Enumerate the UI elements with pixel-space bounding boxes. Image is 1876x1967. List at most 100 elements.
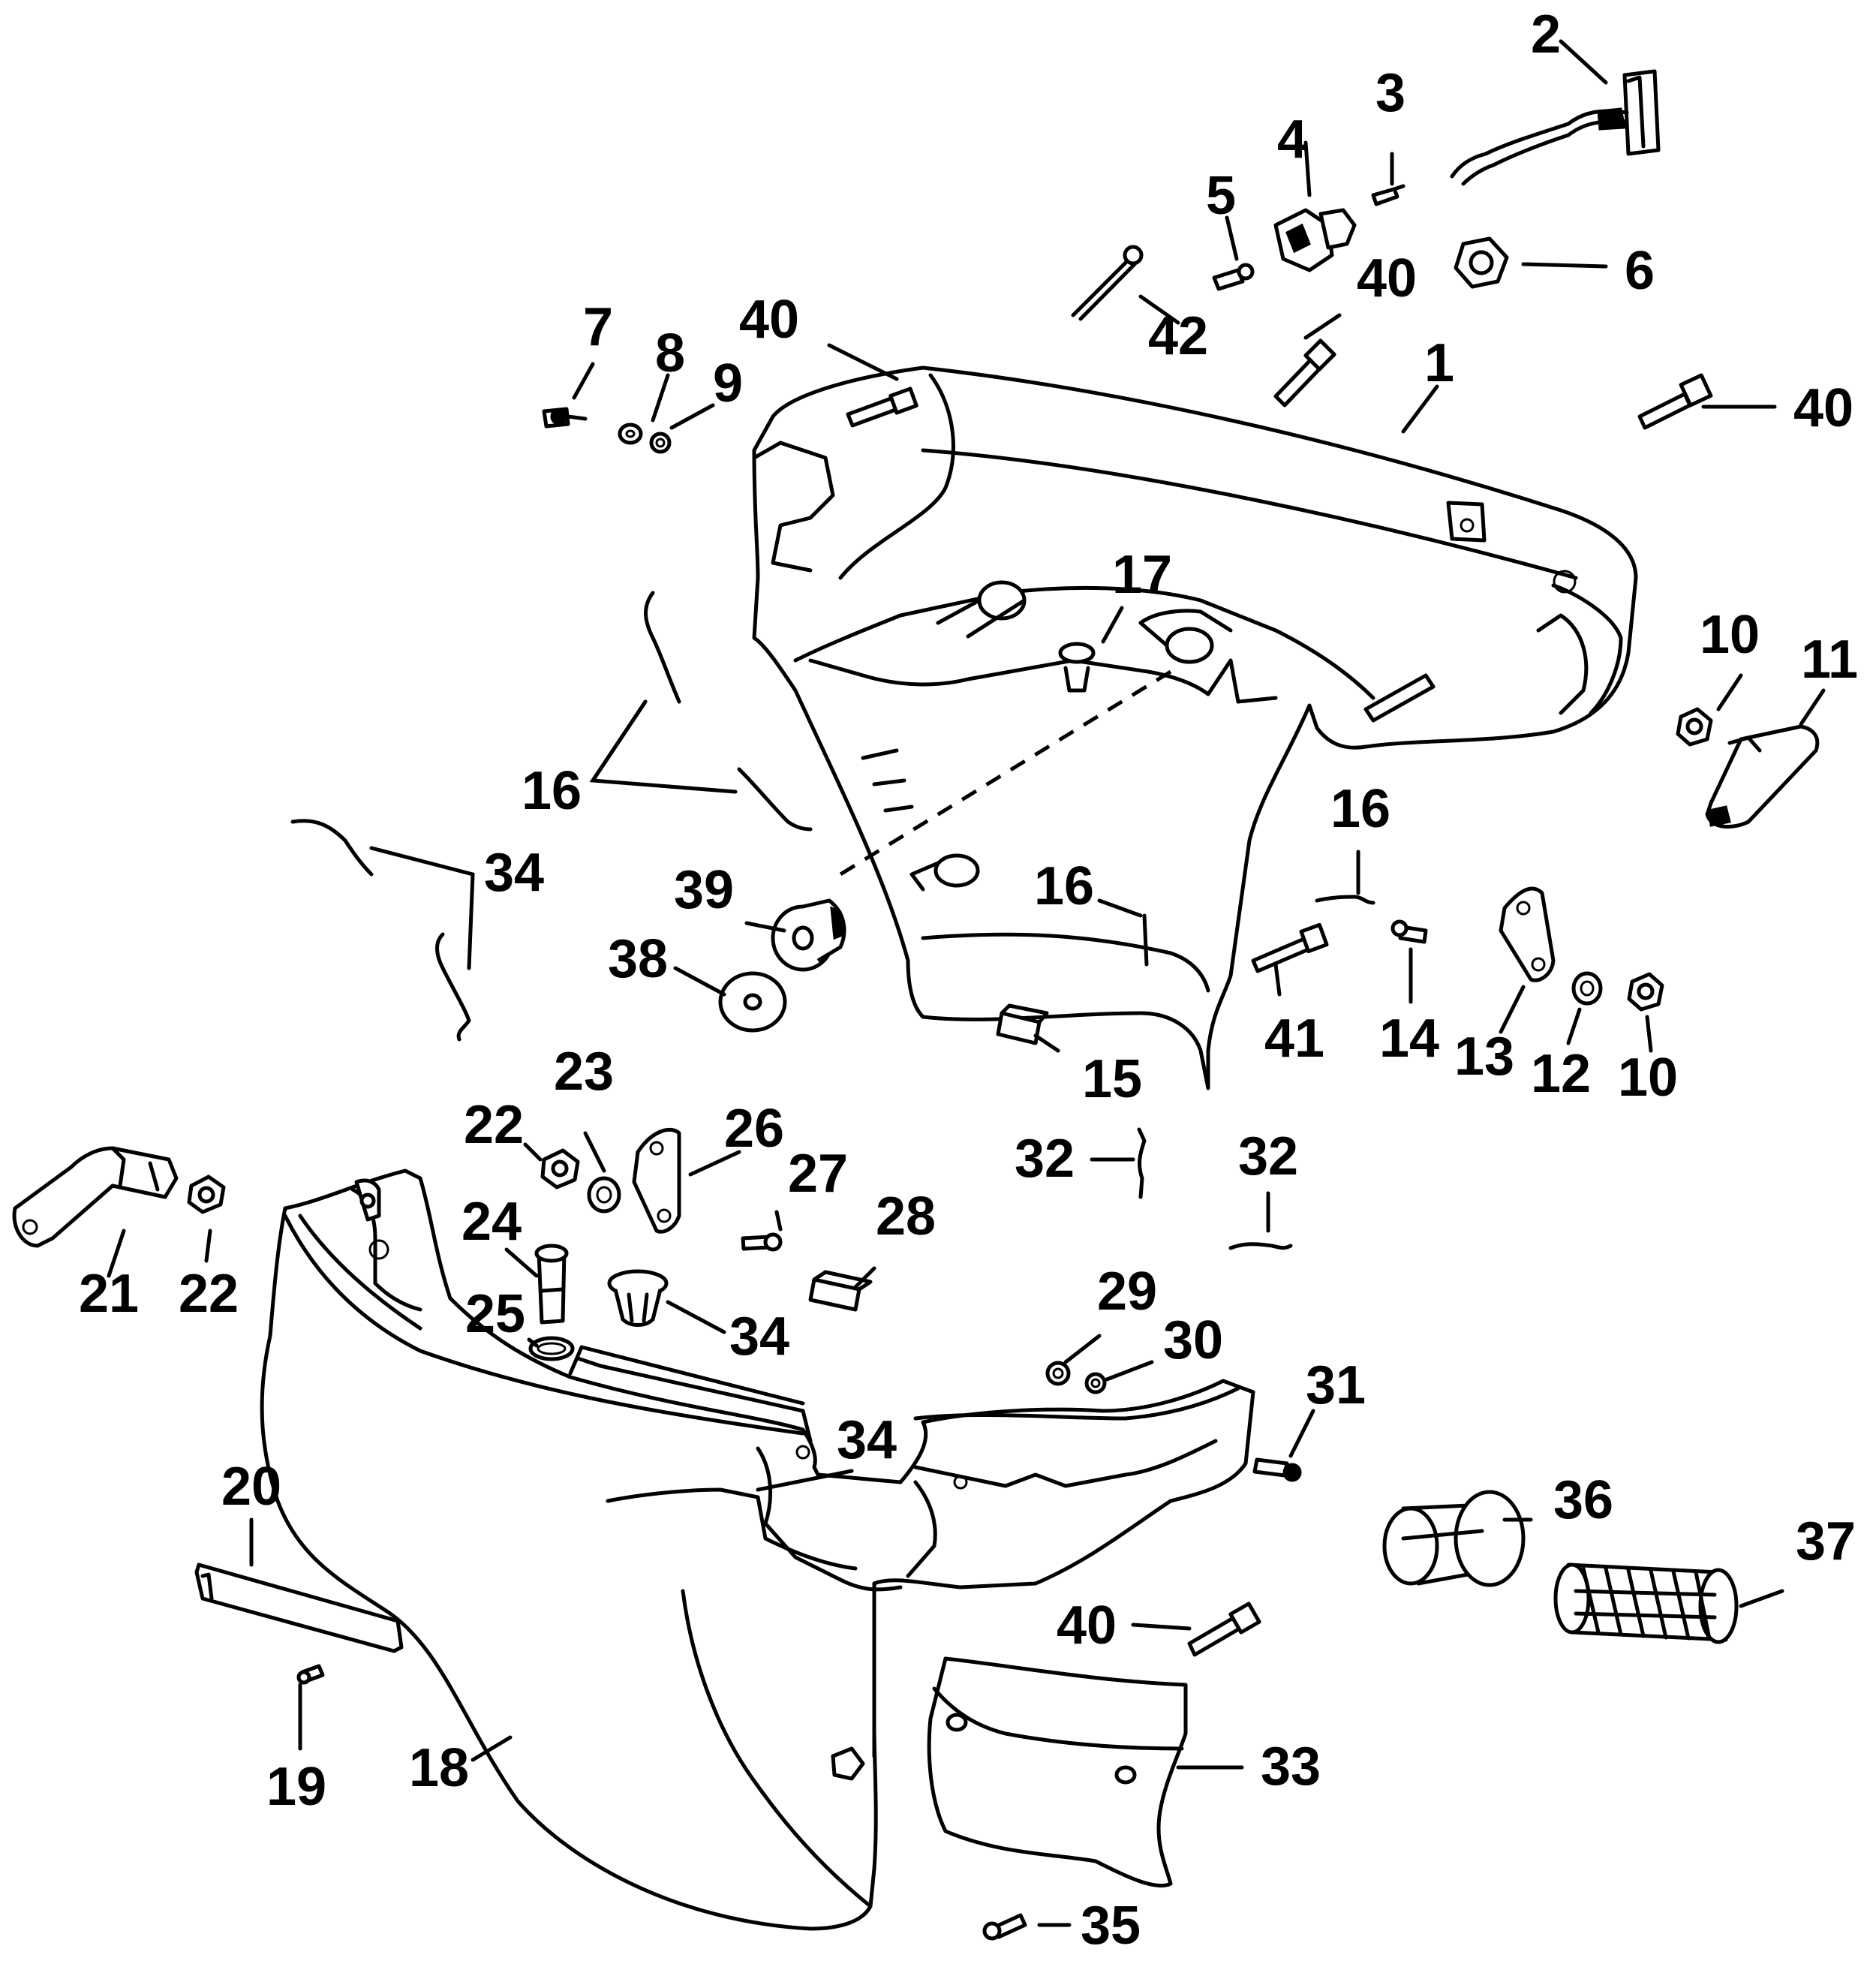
part-29-washer xyxy=(1045,1361,1071,1386)
part-16-seal-strip-b xyxy=(737,767,813,832)
callout-9: 9 xyxy=(713,353,743,414)
part-32-seal-strip-b xyxy=(1228,1242,1293,1250)
callout-1: 1 xyxy=(1424,333,1454,393)
part-34-grommet-clip xyxy=(607,1269,669,1327)
part-11-latch-handle xyxy=(1705,724,1820,829)
part-40-bolt-upper-right xyxy=(1637,373,1713,430)
callout-24: 24 xyxy=(461,1192,522,1252)
part-42-long-bolt xyxy=(1071,245,1144,321)
part-30-washer xyxy=(1084,1372,1107,1394)
part-23-washer xyxy=(587,1176,621,1214)
part-3-pin xyxy=(1371,184,1405,206)
callout-8: 8 xyxy=(655,323,685,383)
callout-34-center: 34 xyxy=(729,1307,789,1367)
part-10-nut-upper xyxy=(1676,707,1713,747)
part-22-nut-left xyxy=(187,1174,226,1214)
callout-34-left: 34 xyxy=(484,843,544,903)
part-38-washer xyxy=(718,971,787,1033)
callout-30: 30 xyxy=(1163,1310,1223,1370)
callout-40-upper-mid: 40 xyxy=(1357,248,1417,308)
callout-15: 15 xyxy=(1082,1049,1142,1109)
part-10-nut-lower xyxy=(1627,972,1664,1012)
callout-16-right: 16 xyxy=(1330,779,1390,839)
callout-27: 27 xyxy=(788,1144,848,1204)
part-40-bolt-upper-mid xyxy=(1273,338,1336,408)
part-22-nut-center xyxy=(540,1148,580,1190)
callout-labels: 1 2 3 4 5 6 7 8 9 10 10 11 12 13 14 15 1… xyxy=(79,5,1858,1956)
part-7-screw xyxy=(542,407,588,429)
part-2-switch xyxy=(1450,69,1661,186)
callout-41: 41 xyxy=(1264,1009,1324,1069)
part-26-latch-plate xyxy=(632,1127,681,1234)
callout-38: 38 xyxy=(608,929,668,989)
part-37-spring xyxy=(1553,1562,1739,1644)
callout-37: 37 xyxy=(1796,1511,1856,1571)
part-20-pad xyxy=(194,1562,404,1653)
callout-40-upper-left: 40 xyxy=(739,290,799,350)
part-33-panel xyxy=(927,1656,1188,1888)
part-32-seal-strip-a xyxy=(1137,1127,1147,1199)
callout-22-center: 22 xyxy=(464,1095,524,1155)
part-16-seal-strip-a xyxy=(644,591,681,704)
callout-3: 3 xyxy=(1375,63,1405,123)
callout-42: 42 xyxy=(1148,306,1208,366)
part-4-connector xyxy=(1273,208,1357,272)
part-1-upper-cover xyxy=(752,365,1638,1090)
callout-16-center: 16 xyxy=(1034,856,1094,916)
callout-26: 26 xyxy=(724,1099,784,1159)
part-40-bolt-lower xyxy=(1187,1602,1261,1657)
part-19-screw xyxy=(296,1664,325,1685)
part-5-screw xyxy=(1212,263,1255,291)
part-12-washer xyxy=(1571,971,1603,1006)
callout-29: 29 xyxy=(1097,1262,1157,1322)
callout-11: 11 xyxy=(1801,630,1858,690)
callout-35: 35 xyxy=(1081,1896,1141,1956)
callout-4: 4 xyxy=(1277,110,1307,170)
leader-lines xyxy=(107,39,1826,1927)
part-41-bolt xyxy=(1251,922,1329,973)
callout-6: 6 xyxy=(1625,241,1655,301)
callout-10-lower: 10 xyxy=(1618,1048,1678,1108)
part-24-pin xyxy=(534,1244,569,1325)
callout-17: 17 xyxy=(1112,545,1172,605)
part-6-hex-nut xyxy=(1454,236,1509,289)
part-8-washer xyxy=(618,423,643,445)
part-31-screw xyxy=(1252,1457,1302,1482)
part-15-block xyxy=(996,1003,1049,1045)
part-35-screw xyxy=(982,1913,1027,1941)
callout-2: 2 xyxy=(1531,5,1561,65)
part-40-bolt-upper-left xyxy=(846,386,918,428)
part-34-seal-strip-b xyxy=(435,932,471,1042)
callout-20: 20 xyxy=(221,1457,281,1517)
callout-13: 13 xyxy=(1454,1027,1514,1087)
callout-40-lower: 40 xyxy=(1057,1596,1117,1656)
part-16-seal-strip-d xyxy=(1142,913,1149,967)
callout-28: 28 xyxy=(876,1187,936,1247)
callout-31: 31 xyxy=(1306,1355,1366,1415)
part-28-block xyxy=(808,1270,873,1312)
part-27-screw xyxy=(741,1232,783,1252)
callout-22-left: 22 xyxy=(179,1264,239,1324)
callout-39: 39 xyxy=(674,860,734,920)
callout-10-upper: 10 xyxy=(1700,605,1760,665)
callout-7: 7 xyxy=(583,297,613,357)
part-13-latch-plate xyxy=(1499,886,1556,982)
callout-18: 18 xyxy=(409,1738,469,1798)
callout-34-lower: 34 xyxy=(837,1410,897,1470)
callout-32-left: 32 xyxy=(1015,1129,1075,1189)
callout-23: 23 xyxy=(554,1042,614,1102)
callout-33: 33 xyxy=(1261,1737,1321,1797)
callout-5: 5 xyxy=(1206,166,1236,226)
callout-14: 14 xyxy=(1379,1009,1439,1069)
callout-21: 21 xyxy=(79,1264,139,1324)
callout-32-right: 32 xyxy=(1238,1126,1298,1187)
part-25-o-ring xyxy=(528,1336,575,1361)
part-9-washer xyxy=(649,432,672,454)
alignment-dashed-line xyxy=(839,669,1172,877)
part-36-sleeve xyxy=(1382,1490,1526,1587)
callout-19: 19 xyxy=(266,1757,326,1817)
part-14-screw xyxy=(1390,919,1428,944)
part-16-seal-strip-c xyxy=(1315,895,1375,905)
part-34-seal-strip-a xyxy=(290,819,374,877)
